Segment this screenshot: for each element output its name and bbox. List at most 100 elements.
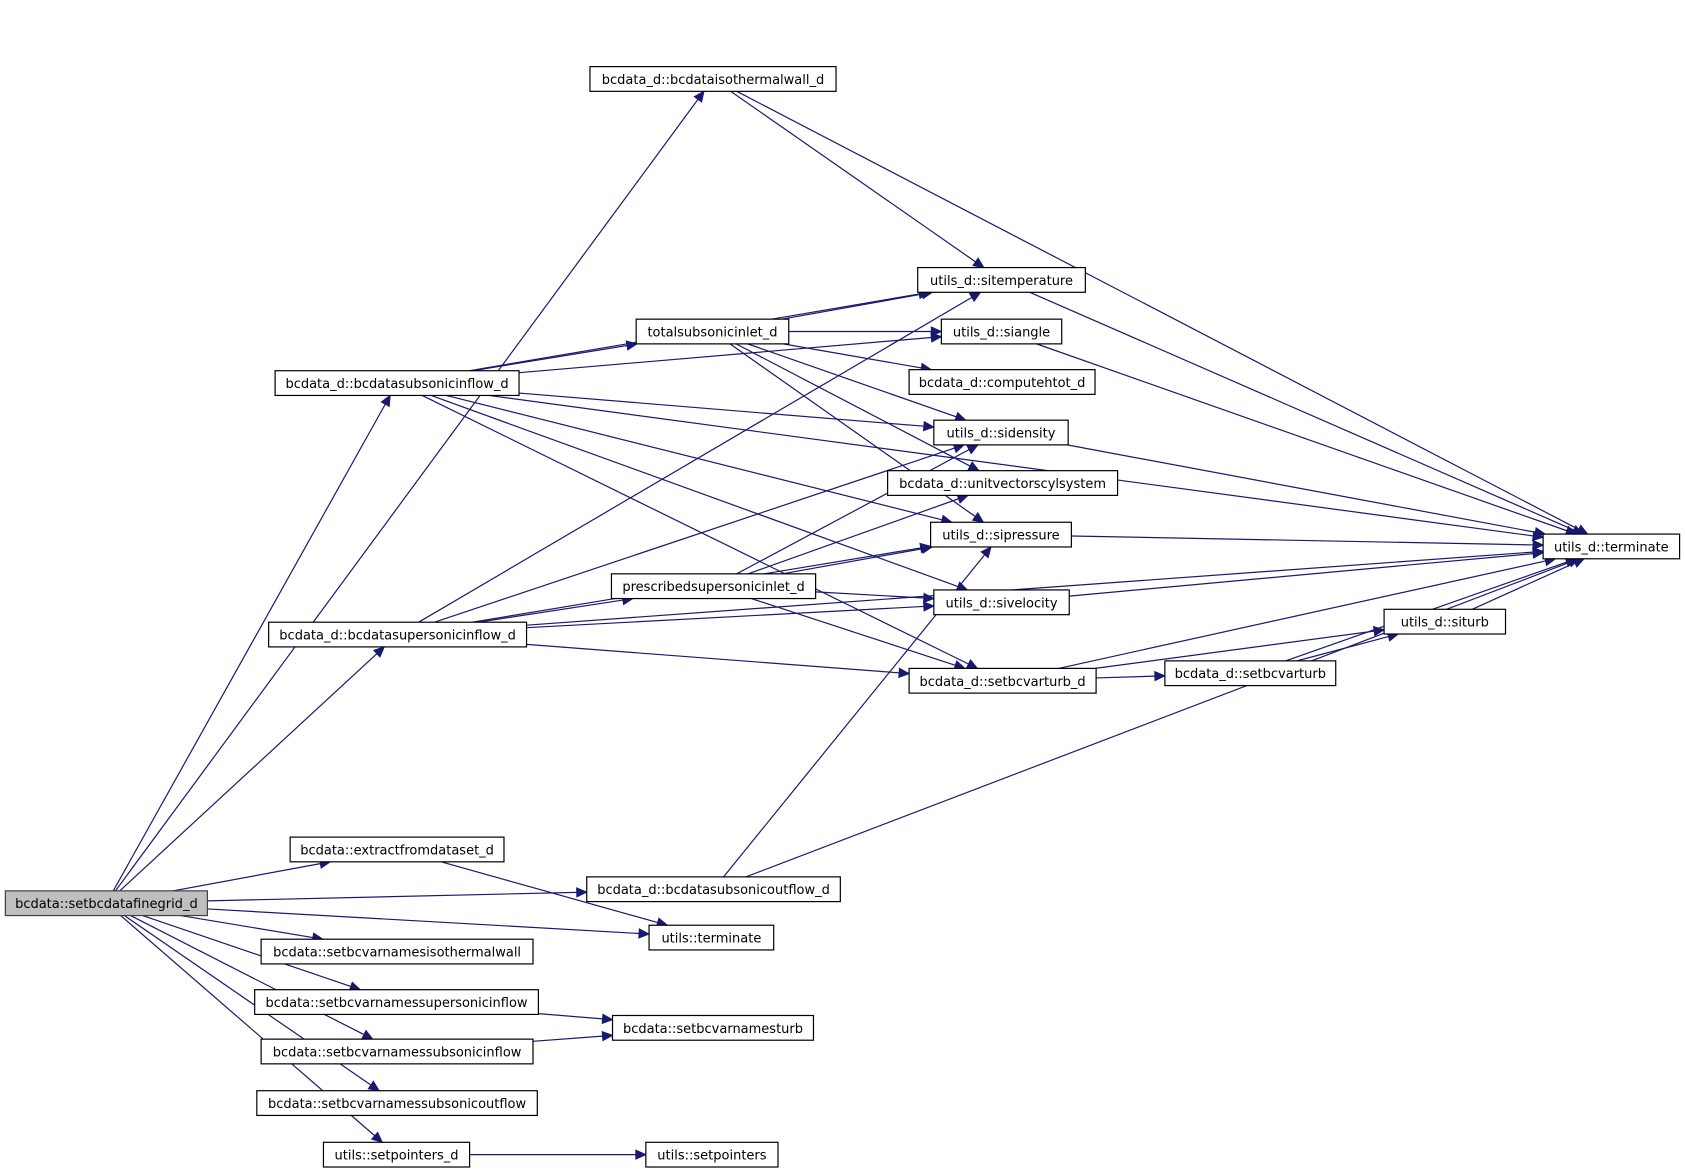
node-bcdata-d-bcdatasubsonicinflow-d[interactable]: bcdata_d::bcdatasubsonicinflow_d [274,370,520,397]
node-box [930,521,1072,548]
edge-subin-to-totsub [472,340,639,372]
node-utils-d-sivelocity[interactable]: utils_d::sivelocity [933,589,1070,616]
edge-line [751,597,956,666]
nodes-layer: bcdata::setbcdatafinegrid_d bcdata_d::bcd… [4,66,1681,1168]
node-label: utils_d::sipressure [942,529,1059,544]
node-utils-d-terminate[interactable]: utils_d::terminate [1542,533,1681,560]
node-label: bcdata_d::computehtot_d [919,376,1086,391]
node-label: utils::setpointers_d [335,1149,459,1164]
arrowhead-icon [972,257,985,269]
arrowhead-icon [361,1029,374,1040]
node-label: bcdata_d::setbcvarturb [1175,667,1326,682]
node-utils-d-sipressure[interactable]: utils_d::sipressure [930,521,1072,548]
node-bcdata-d-unitvectorscylsystem[interactable]: bcdata_d::unitvectorscylsystem [887,470,1119,496]
edge-presup-to-sivel [815,591,936,604]
edge-supin-to-varturb_d [526,643,911,679]
node-utils-d-sitemperature[interactable]: utils_d::sitemperature [917,266,1086,293]
edge-line [1069,553,1534,597]
edge-sivel-to-dterm [1069,548,1545,597]
node-box [274,370,520,397]
arrowhead-icon [625,340,639,351]
node-bcdata-setbcdatafinegrid-d[interactable]: bcdata::setbcdatafinegrid_d [4,890,208,917]
node-box [586,876,841,903]
node-totalsubsonicinlet-d[interactable]: totalsubsonicinlet_d [635,318,790,345]
edge-line [180,914,314,939]
node-label: bcdata::setbcvarnamessubsonicoutflow [268,1097,527,1112]
node-box [635,318,790,345]
arrowhead-icon [923,592,936,604]
node-utils-setpointers-d[interactable]: utils::setpointers_d [322,1141,471,1168]
edge-root-to-subout [207,887,588,902]
node-prescribedsupersonicinlet-d[interactable]: prescribedsupersonicinlet_d [610,573,817,600]
node-label: utils_d::siturb [1401,616,1489,631]
arrowhead-icon [967,461,981,472]
node-box [908,369,1096,395]
node-box [322,1141,471,1168]
edge-subout-to-dterm [745,557,1581,878]
edge-line [538,1013,603,1020]
edge-line [1296,635,1389,662]
arrowhead-icon [367,1080,381,1092]
node-bcdata-d-bcdataisothermalwall-d[interactable]: bcdata_d::bcdataisothermalwall_d [589,66,837,92]
edge-line [730,90,976,263]
node-bcdata-extractfromdataset-d[interactable]: bcdata::extractfromdataset_d [289,836,505,863]
node-utils-d-siturb[interactable]: utils_d::siturb [1383,608,1507,635]
edge-subin-to-sidens [518,392,936,432]
node-label: totalsubsonicinlet_d [647,326,777,341]
node-label: prescribedsupersonicinlet_d [622,580,804,595]
edge-line [173,863,321,892]
node-box [917,266,1086,293]
node-bcdata-setbcvarnamessubsonicoutflow[interactable]: bcdata::setbcvarnamessubsonicoutflow [256,1090,538,1117]
edge-line [1029,291,1575,531]
node-utils-d-siangle[interactable]: utils_d::siangle [940,318,1063,345]
edge-varturb_d-to-varturb [1096,670,1167,682]
edge-presup-to-sipress [782,543,934,575]
node-bcdata-d-computehtot-d[interactable]: bcdata_d::computehtot_d [908,369,1096,395]
edge-totsub-to-siangle [788,326,943,337]
node-bcdata-setbcvarnamessubsonicinflow[interactable]: bcdata::setbcvarnamessubsonicinflow [260,1038,534,1065]
edge-vn_subin-to-vn_turb [532,1030,614,1042]
edge-line [1094,630,1375,669]
node-utils-terminate[interactable]: utils::terminate [648,924,775,951]
arrowhead-icon [971,511,985,523]
node-box [289,836,505,863]
edge-sipress-to-dterm [1071,535,1545,551]
arrowhead-icon [930,326,943,337]
node-bcdata-setbcvarnamesisothermalwall[interactable]: bcdata::setbcvarnamesisothermalwall [260,938,534,965]
edge-subin-to-dterm [488,394,1545,542]
arrowhead-icon [635,1149,648,1160]
node-bcdata-setbcvarnamesturb[interactable]: bcdata::setbcvarnamesturb [611,1014,815,1041]
node-label: bcdata_d::setbcvarturb_d [920,675,1086,690]
node-box [933,589,1070,616]
node-box [4,890,208,917]
edge-root-to-subin [112,394,391,892]
arrowhead-icon [922,420,936,432]
edge-line [736,90,1580,530]
edge-sitemp-to-dterm [1029,291,1585,535]
edge-isowall-to-sitemp [730,90,985,269]
node-utils-d-sidensity[interactable]: utils_d::sidensity [933,419,1069,446]
arrowhead-icon [638,928,651,939]
node-bcdata-d-bcdatasupersonicinflow-d[interactable]: bcdata_d::bcdatasupersonicinflow_d [268,621,528,648]
edge-totsub-to-htot [783,343,933,374]
edge-line [781,293,923,320]
edge-line [114,99,699,892]
edge-line [518,336,932,374]
node-label: bcdata::setbcvarnamessupersonicinflow [265,996,527,1011]
node-box [260,938,534,965]
edge-root-to-uterm [207,908,651,939]
node-bcdata-d-setbcvarturb[interactable]: bcdata_d::setbcvarturb [1164,660,1337,687]
arrowhead-icon [601,1013,614,1025]
edge-root-to-extract [173,858,332,892]
node-utils-setpointers[interactable]: utils::setpointers [645,1141,779,1168]
edge-line [142,914,351,988]
node-bcdata-d-setbcvarturb-d[interactable]: bcdata_d::setbcvarturb_d [908,667,1097,694]
edge-line [783,343,922,369]
node-label: bcdata::setbcdatafinegrid_d [15,897,198,912]
node-label: utils::setpointers [657,1149,766,1164]
edge-totsub-to-unitvec [735,343,981,472]
arrowhead-icon [380,394,391,408]
node-bcdata-setbcvarnamessupersonicinflow[interactable]: bcdata::setbcvarnamessupersonicinflow [254,989,539,1016]
node-bcdata-d-bcdatasubsonicoutflow-d[interactable]: bcdata_d::bcdatasubsonicoutflow_d [586,876,841,903]
